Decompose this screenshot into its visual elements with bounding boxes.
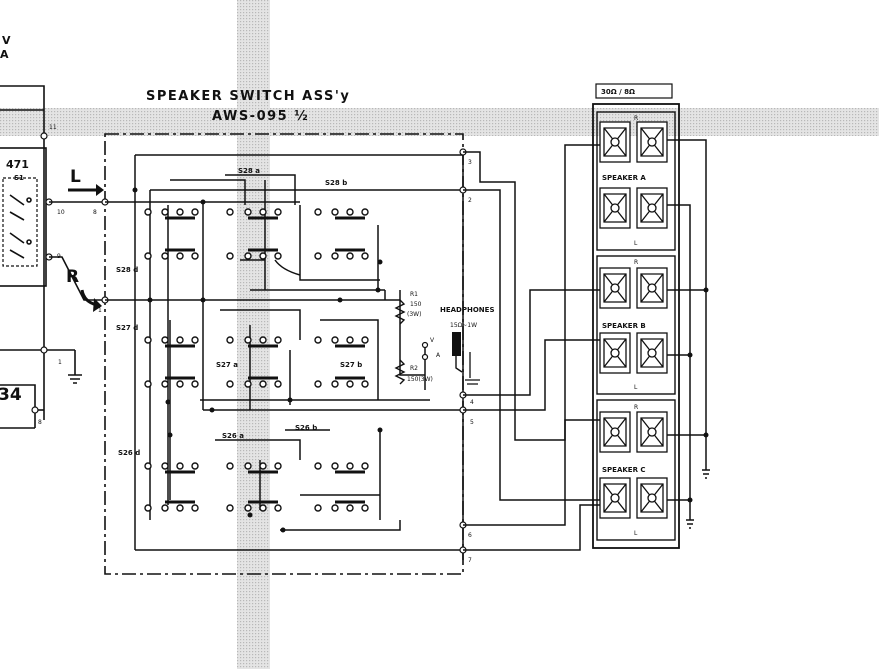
left-pin-11: 11	[49, 124, 57, 131]
switch-label-d2: S27 d	[116, 324, 138, 332]
r1-name: R1	[410, 291, 418, 298]
switch-wiring	[105, 150, 464, 560]
switch-label-a3: S26 a	[222, 432, 244, 440]
speaker-wiring	[463, 139, 710, 551]
left-top-text-1: V	[2, 34, 11, 47]
left-pin-1: 1	[58, 359, 62, 366]
junction-dots	[132, 187, 383, 533]
channel-label-left: L	[70, 167, 81, 187]
left-terminals	[31, 132, 53, 414]
speaker-c-bottom-label: L	[634, 530, 638, 537]
left-channel-arrow-icon	[68, 184, 104, 196]
speaker-a-top-label: R	[634, 115, 638, 122]
speaker-terminal-icon	[636, 411, 668, 453]
speaker-terminal-icon	[599, 121, 631, 163]
impedance-box	[595, 83, 673, 99]
switch-block-1a	[144, 208, 199, 260]
out-pin-5: 5	[470, 419, 474, 426]
switch-label-a2: S27 a	[216, 361, 238, 369]
assembly-title: SPEAKER SWITCH ASS'y	[146, 89, 350, 104]
switch-label-a1: S28 a	[238, 167, 260, 175]
switch-label-d1: S28 d	[116, 266, 138, 274]
speaker-junctions	[687, 287, 709, 503]
switch-block-3c	[314, 462, 369, 512]
left-ref-471: 471	[6, 158, 29, 171]
out-pin-4: 4	[470, 399, 474, 406]
resistor-r2-icon	[394, 359, 406, 385]
speaker-terminal-icons	[599, 121, 668, 519]
speaker-terminal-icon	[599, 332, 631, 374]
speaker-terminal-icon	[636, 121, 668, 163]
speaker-terminal-icon	[599, 477, 631, 519]
speaker-a-name: SPEAKER A	[602, 174, 646, 182]
switch-block-3a	[144, 462, 199, 512]
headphones-label: HEADPHONES	[440, 306, 495, 314]
pin-in-l: 8	[93, 209, 97, 216]
speaker-terminal-icon	[636, 332, 668, 374]
speaker-b-top-label: R	[634, 259, 638, 266]
r2-value: 150(3W)	[407, 376, 433, 383]
left-partial-circuit	[0, 85, 82, 429]
jack-terminals	[421, 341, 429, 361]
speaker-terminal-icon	[599, 411, 631, 453]
r1-power: (3W)	[407, 311, 421, 318]
pin-in-r: 1	[98, 307, 102, 314]
left-pin-10: 10	[57, 209, 65, 216]
speaker-panel-frame	[592, 103, 680, 549]
speaker-terminal-icon	[599, 187, 631, 229]
switch-assembly-boundary	[104, 133, 464, 575]
switch-block-2c	[314, 336, 369, 388]
switch-label-b1: S28 b	[325, 179, 347, 187]
switch-contacts	[144, 208, 369, 512]
switch-block-2b	[226, 336, 282, 388]
speaker-c-name: SPEAKER C	[602, 466, 646, 474]
impedance-label: 30Ω / 8Ω	[601, 88, 635, 96]
assembly-part-number: AWS-095 ½	[212, 109, 309, 124]
speaker-b-bottom-label: L	[634, 384, 638, 391]
speaker-a-bottom-label: L	[634, 240, 638, 247]
switch-block-2a	[144, 336, 199, 388]
switch-block-3b	[226, 462, 282, 512]
jack-pin-a: A	[436, 352, 441, 359]
switch-block-1b	[226, 208, 282, 260]
speaker-terminal-icon	[599, 267, 631, 309]
speaker-group-frames	[596, 111, 676, 541]
out-pin-7: 7	[468, 557, 472, 564]
left-top-text-2: A	[0, 48, 9, 61]
speaker-b-name: SPEAKER B	[602, 322, 646, 330]
headphone-jack-icon	[452, 332, 480, 385]
switch-block-1c	[314, 208, 369, 260]
r1-value: 150	[410, 301, 422, 308]
jack-pin-v: V	[430, 337, 435, 344]
out-pin-6: 6	[468, 532, 472, 539]
left-pin-8: 8	[38, 419, 42, 426]
out-pin-2: 2	[468, 197, 472, 204]
r2-name: R2	[410, 365, 418, 372]
input-lines	[49, 201, 105, 301]
resistor-r1-icon	[394, 299, 406, 325]
headphones-spec: 15Ω~1W	[450, 322, 477, 329]
switch-label-d3: S26 d	[118, 449, 140, 457]
switch-label-b3: S26 b	[295, 424, 317, 432]
speaker-terminal-icon	[636, 187, 668, 229]
left-ref-34: 34	[0, 385, 22, 405]
out-pin-3: 3	[468, 159, 472, 166]
speaker-terminal-icon	[636, 267, 668, 309]
speaker-c-top-label: R	[634, 404, 638, 411]
switch-label-b2: S27 b	[340, 361, 362, 369]
left-ref-s1: S1	[14, 174, 24, 182]
speaker-terminal-icon	[636, 477, 668, 519]
